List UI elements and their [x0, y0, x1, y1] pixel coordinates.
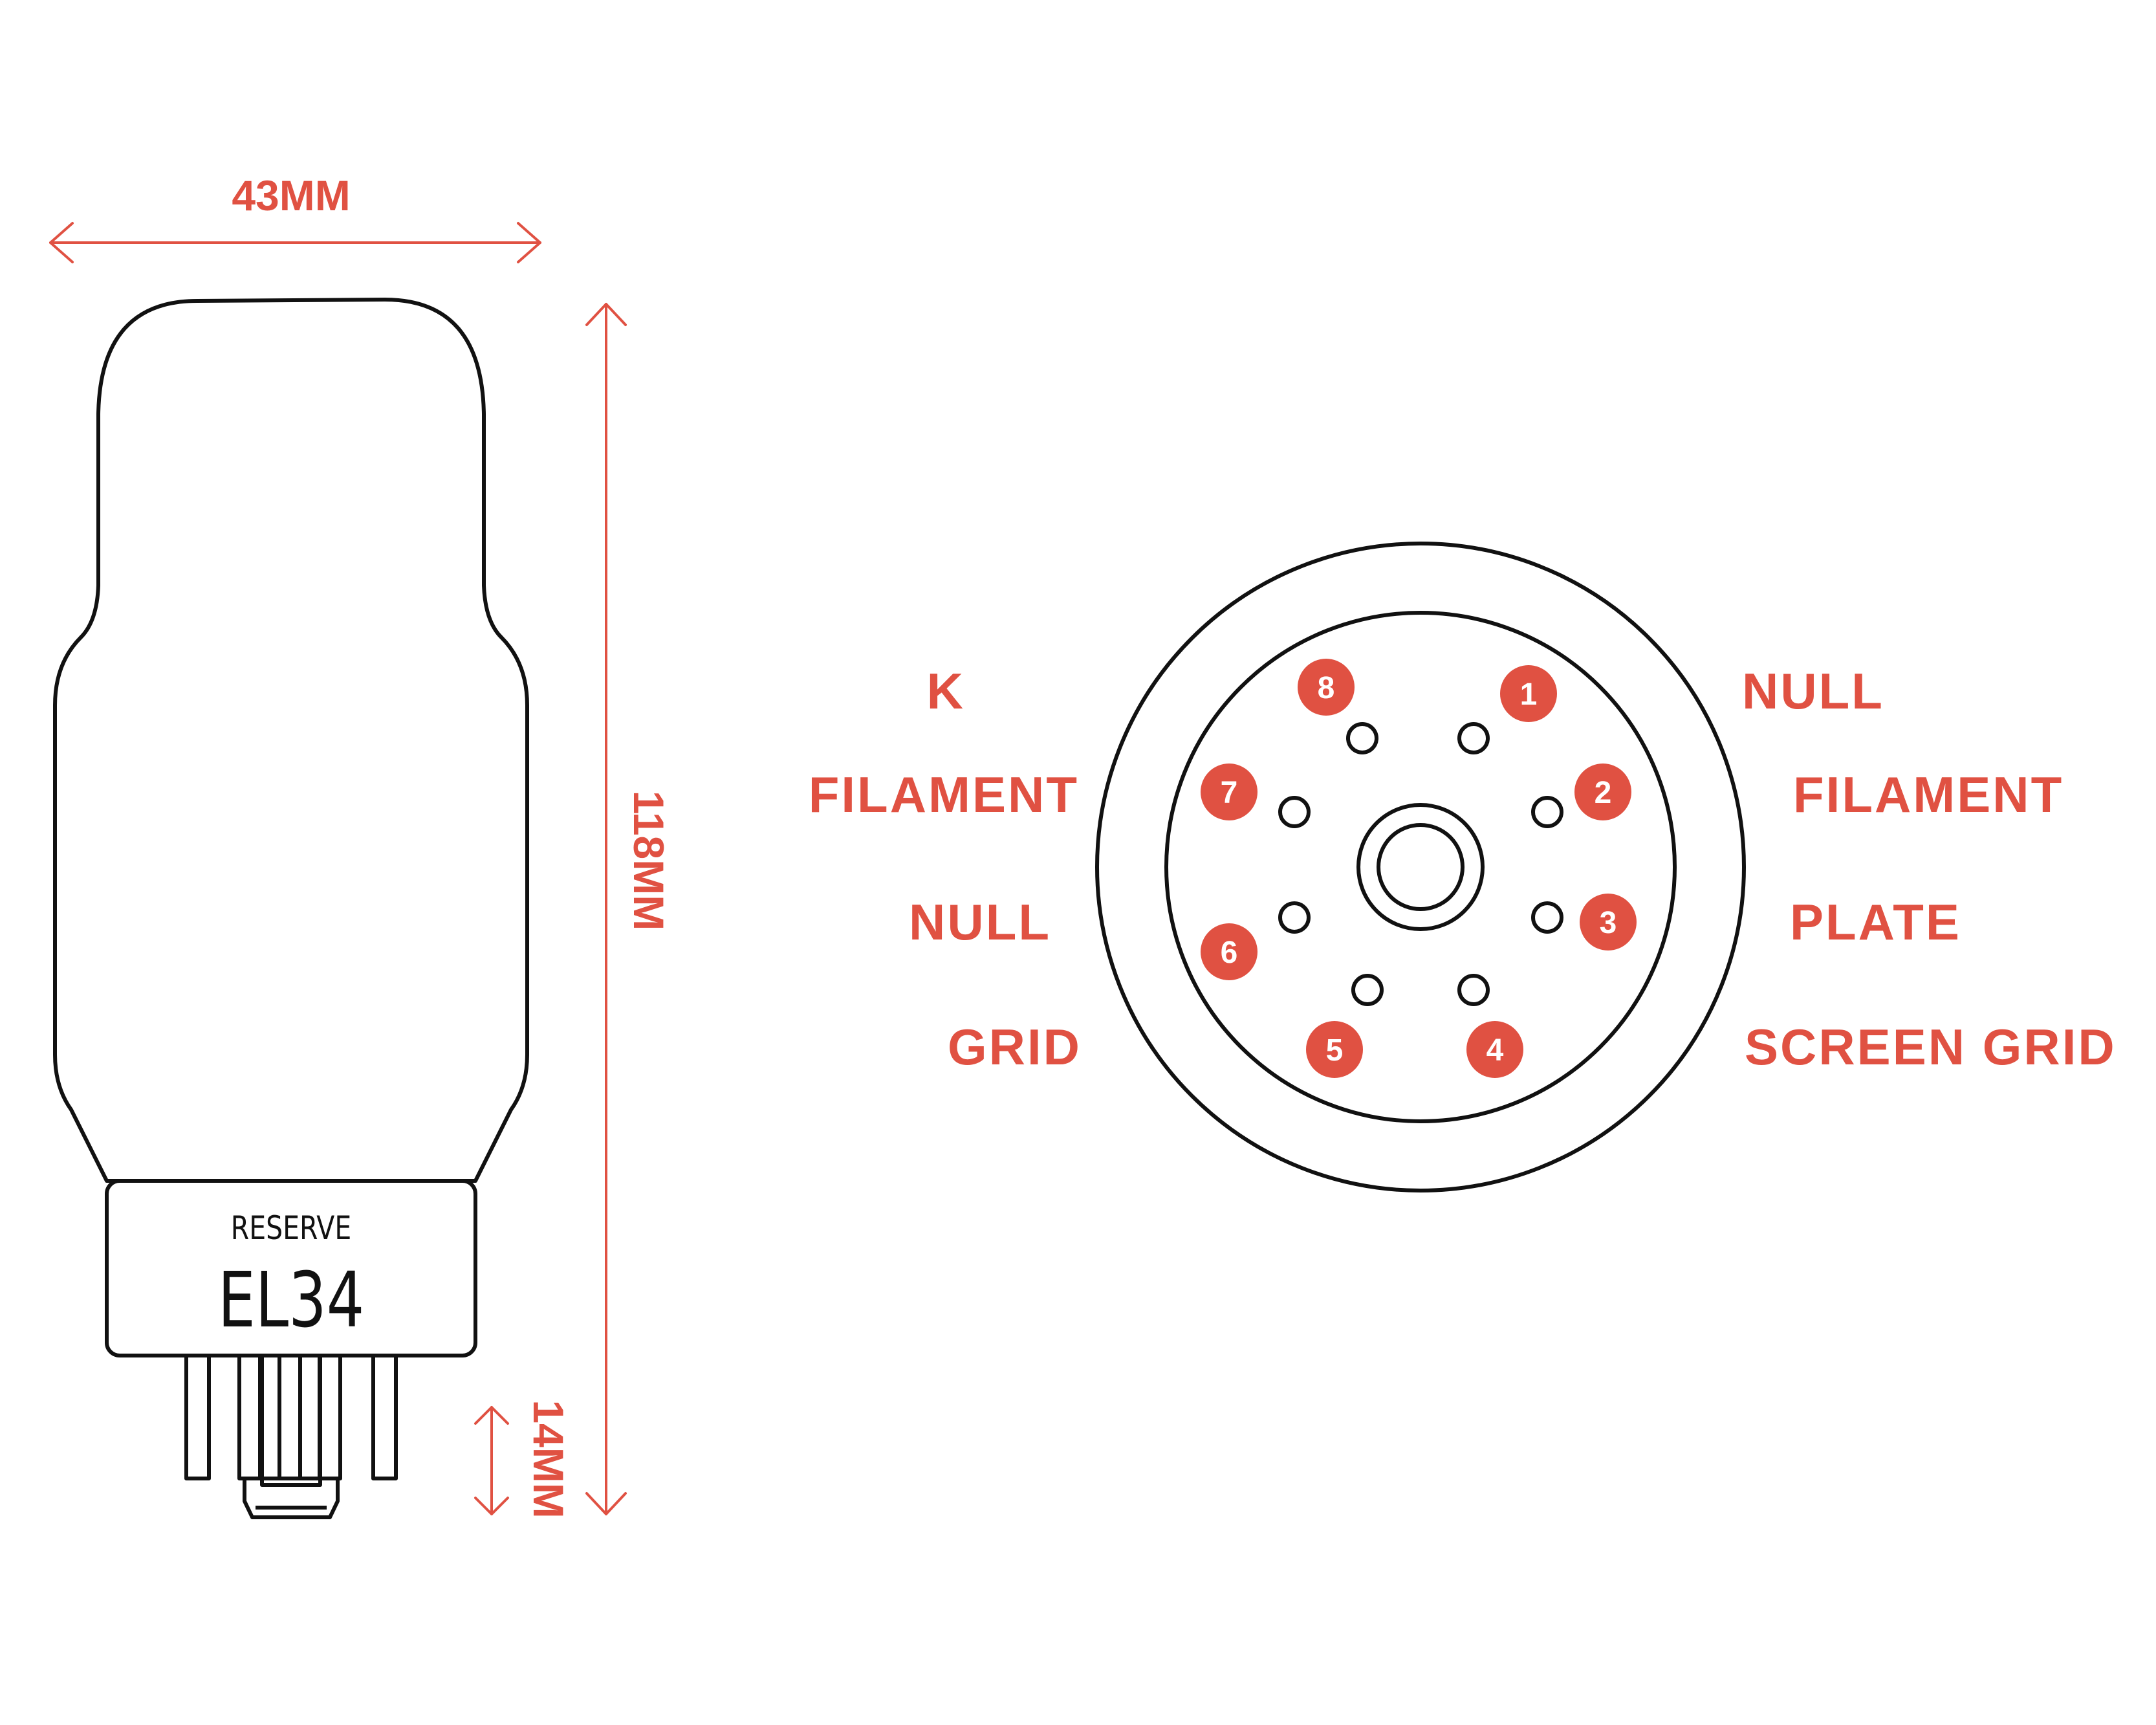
pin-7-label: FILAMENT [809, 766, 1079, 823]
height-label: 118MM [625, 791, 673, 930]
socket-bottom-view: 1 2 3 4 5 6 7 8 [1095, 542, 1746, 1192]
pin-hole [1278, 901, 1311, 934]
socket-key-outer [1356, 803, 1485, 931]
pin-hole [1531, 796, 1563, 828]
pin-hole [1457, 974, 1490, 1006]
pin-3-number: 3 [1600, 906, 1617, 940]
pin-8-label: K [927, 663, 965, 720]
pin-hole [1531, 901, 1563, 934]
pin-5-badge: 5 [1306, 1021, 1363, 1078]
tube-pins [184, 1354, 398, 1519]
pin-4-badge: 4 [1466, 1021, 1523, 1078]
pin-2-label: FILAMENT [1793, 766, 2063, 823]
pin-5-label: GRID [948, 1018, 1082, 1075]
tube-pin [237, 1354, 262, 1480]
pin-length-dimension: 14MM [474, 1400, 572, 1519]
tube-model: EL34 [218, 1256, 365, 1345]
pin-2-number: 2 [1595, 776, 1612, 810]
tube-pin [278, 1354, 302, 1480]
pin-8-number: 8 [1318, 671, 1335, 705]
pin-6-number: 6 [1221, 936, 1238, 970]
tube-glass-envelope [53, 298, 529, 1183]
pin-3-badge: 3 [1580, 894, 1637, 950]
socket-key-inner [1377, 823, 1465, 911]
pin-4-label: SCREEN GRID [1745, 1018, 2117, 1075]
pin-7-number: 7 [1221, 776, 1238, 810]
pin-2-badge: 2 [1574, 764, 1631, 820]
tube-key-post [260, 1354, 322, 1487]
pin-4-number: 4 [1486, 1033, 1504, 1068]
pin-1-badge: 1 [1500, 665, 1557, 722]
pin-hole [1346, 722, 1378, 754]
pin-hole [1457, 722, 1490, 754]
pin-1-number: 1 [1520, 677, 1538, 712]
pin-7-badge: 7 [1201, 764, 1258, 820]
tube-pin [184, 1354, 211, 1480]
tube-pin [318, 1354, 342, 1480]
tube-side-view: RESERVE EL34 [53, 298, 529, 1519]
pin-6-badge: 6 [1201, 923, 1258, 980]
width-label: 43MM [232, 171, 350, 219]
tube-key-foot [243, 1477, 340, 1519]
pin-length-label: 14MM [525, 1400, 572, 1518]
pin-hole [1351, 974, 1384, 1006]
socket-outer-ring [1095, 542, 1746, 1192]
socket-pin-holes [1278, 722, 1563, 1006]
pin-hole [1278, 796, 1311, 828]
height-dimension: 118MM [585, 303, 673, 1515]
tube-brand: RESERVE [231, 1209, 352, 1247]
socket-inner-ring [1164, 611, 1677, 1123]
pin-3-label: PLATE [1790, 894, 1961, 950]
pin-6-label: NULL [909, 894, 1051, 950]
pin-1-label: NULL [1742, 663, 1884, 720]
pin-labels: NULL FILAMENT PLATE SCREEN GRID GRID NUL… [809, 663, 2117, 1075]
pin-8-badge: 8 [1298, 659, 1355, 716]
tube-pin [371, 1354, 398, 1480]
pin-5-number: 5 [1326, 1033, 1344, 1068]
width-dimension: 43MM [49, 171, 541, 263]
